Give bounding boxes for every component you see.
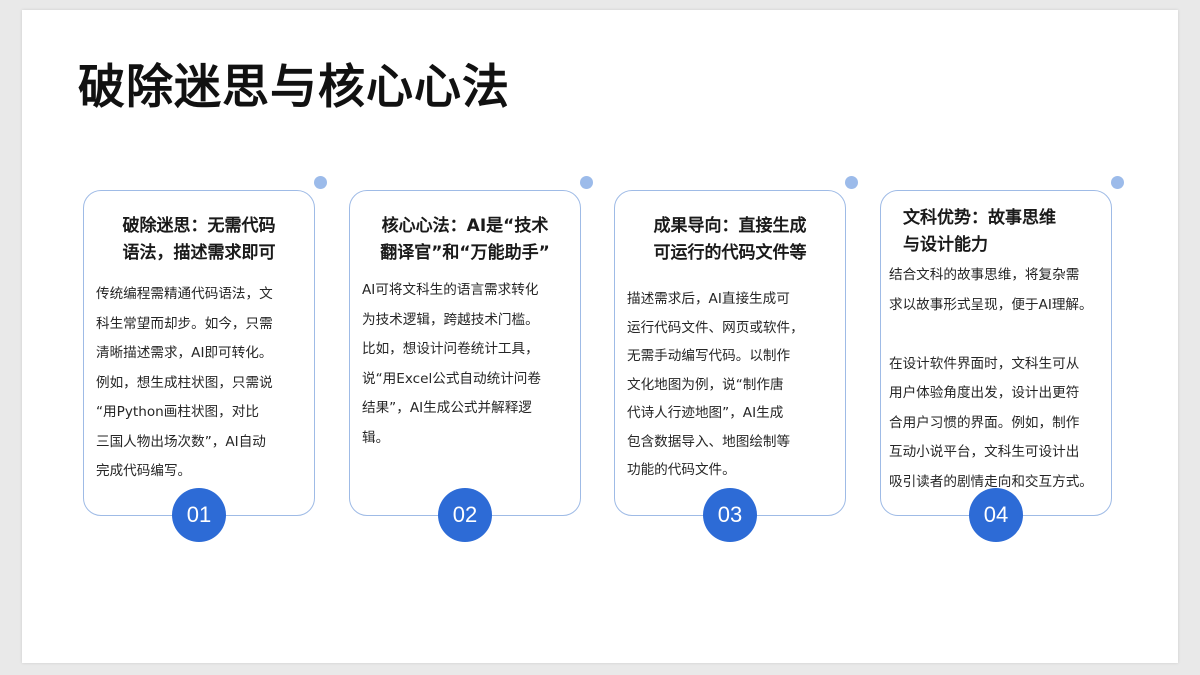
card-1: 破除迷思：无需代码 语法，描述需求即可 传统编程需精通代码语法，文 科生常望而却… <box>83 176 327 542</box>
slide-title: 破除迷思与核心心法 <box>78 60 510 115</box>
card-heading: 核心心法：AI是“技术 翻译官”和“万能助手” <box>380 216 550 263</box>
card-3: 成果导向：直接生成 可运行的代码文件等 描述需求后，AI直接生成可 运行代码文件… <box>614 176 858 542</box>
card-body: 结合文科的故事思维，将复杂需 求以故事形式呈现，便于AI理解。 在设计软件界面时… <box>889 267 1093 490</box>
card-number-badge: 03 <box>703 488 757 542</box>
card-number-badge: 02 <box>438 488 492 542</box>
decorative-dot <box>580 176 593 189</box>
decorative-dot <box>1111 176 1124 189</box>
card-4: 文科优势：故事思维 与设计能力 结合文科的故事思维，将复杂需 求以故事形式呈现，… <box>880 176 1124 542</box>
card-number-badge: 04 <box>969 488 1023 542</box>
card-body: AI可将文科生的语言需求转化 为技术逻辑，跨越技术门槛。 比如，想设计问卷统计工… <box>362 282 541 446</box>
card-body: 描述需求后，AI直接生成可 运行代码文件、网页或软件， 无需手动编写代码。以制作… <box>627 291 804 478</box>
card-number-badge: 01 <box>172 488 226 542</box>
decorative-dot <box>314 176 327 189</box>
card-body: 传统编程需精通代码语法，文 科生常望而却步。如今，只需 清晰描述需求，AI即可转… <box>96 286 273 479</box>
card-heading: 破除迷思：无需代码 语法，描述需求即可 <box>122 216 276 263</box>
card-heading: 成果导向：直接生成 可运行的代码文件等 <box>653 216 807 263</box>
decorative-dot <box>845 176 858 189</box>
slide: 破除迷思与核心心法 破除迷思：无需代码 语法，描述需求即可 传统编程需精通代码语… <box>22 10 1178 663</box>
card-2: 核心心法：AI是“技术 翻译官”和“万能助手” AI可将文科生的语言需求转化 为… <box>349 176 593 542</box>
card-heading: 文科优势：故事思维 与设计能力 <box>903 208 1056 255</box>
